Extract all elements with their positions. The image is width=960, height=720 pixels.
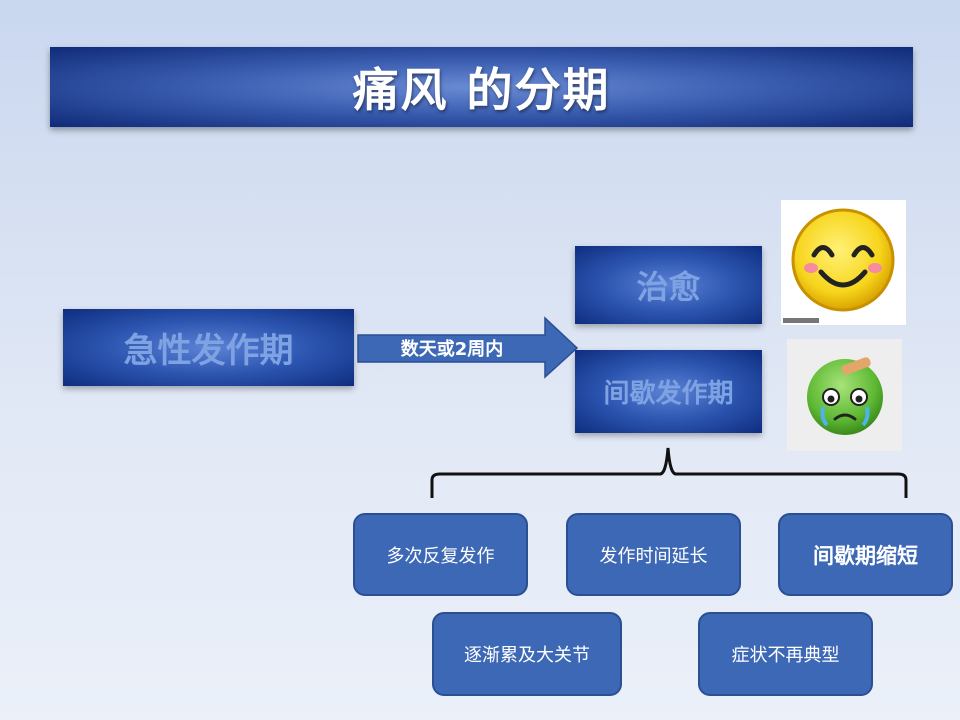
smiling-face-icon (781, 200, 906, 325)
right-arrow-shape (357, 316, 579, 379)
curly-brace (430, 447, 908, 498)
title-bar: 痛风 的分期 (50, 47, 913, 127)
outcome-repeated-attacks: 多次反复发作 (353, 513, 528, 596)
acute-stage-box: 急性发作期 (63, 309, 354, 386)
outcome-atypical-symptoms: 症状不再典型 (698, 612, 873, 696)
arrow-label: 数天或2周内 (400, 339, 504, 360)
outcome-large-joints: 逐渐累及大关节 (432, 612, 622, 696)
intermittent-stage-box: 间歇发作期 (575, 350, 762, 433)
slide-title: 痛风 的分期 (352, 63, 611, 117)
crying-sick-face-icon (787, 339, 902, 451)
cure-stage-box: 治愈 (575, 246, 762, 324)
outcome-longer-attacks: 发作时间延长 (566, 513, 741, 596)
outcome-shorter-interval: 间歇期缩短 (778, 513, 953, 596)
